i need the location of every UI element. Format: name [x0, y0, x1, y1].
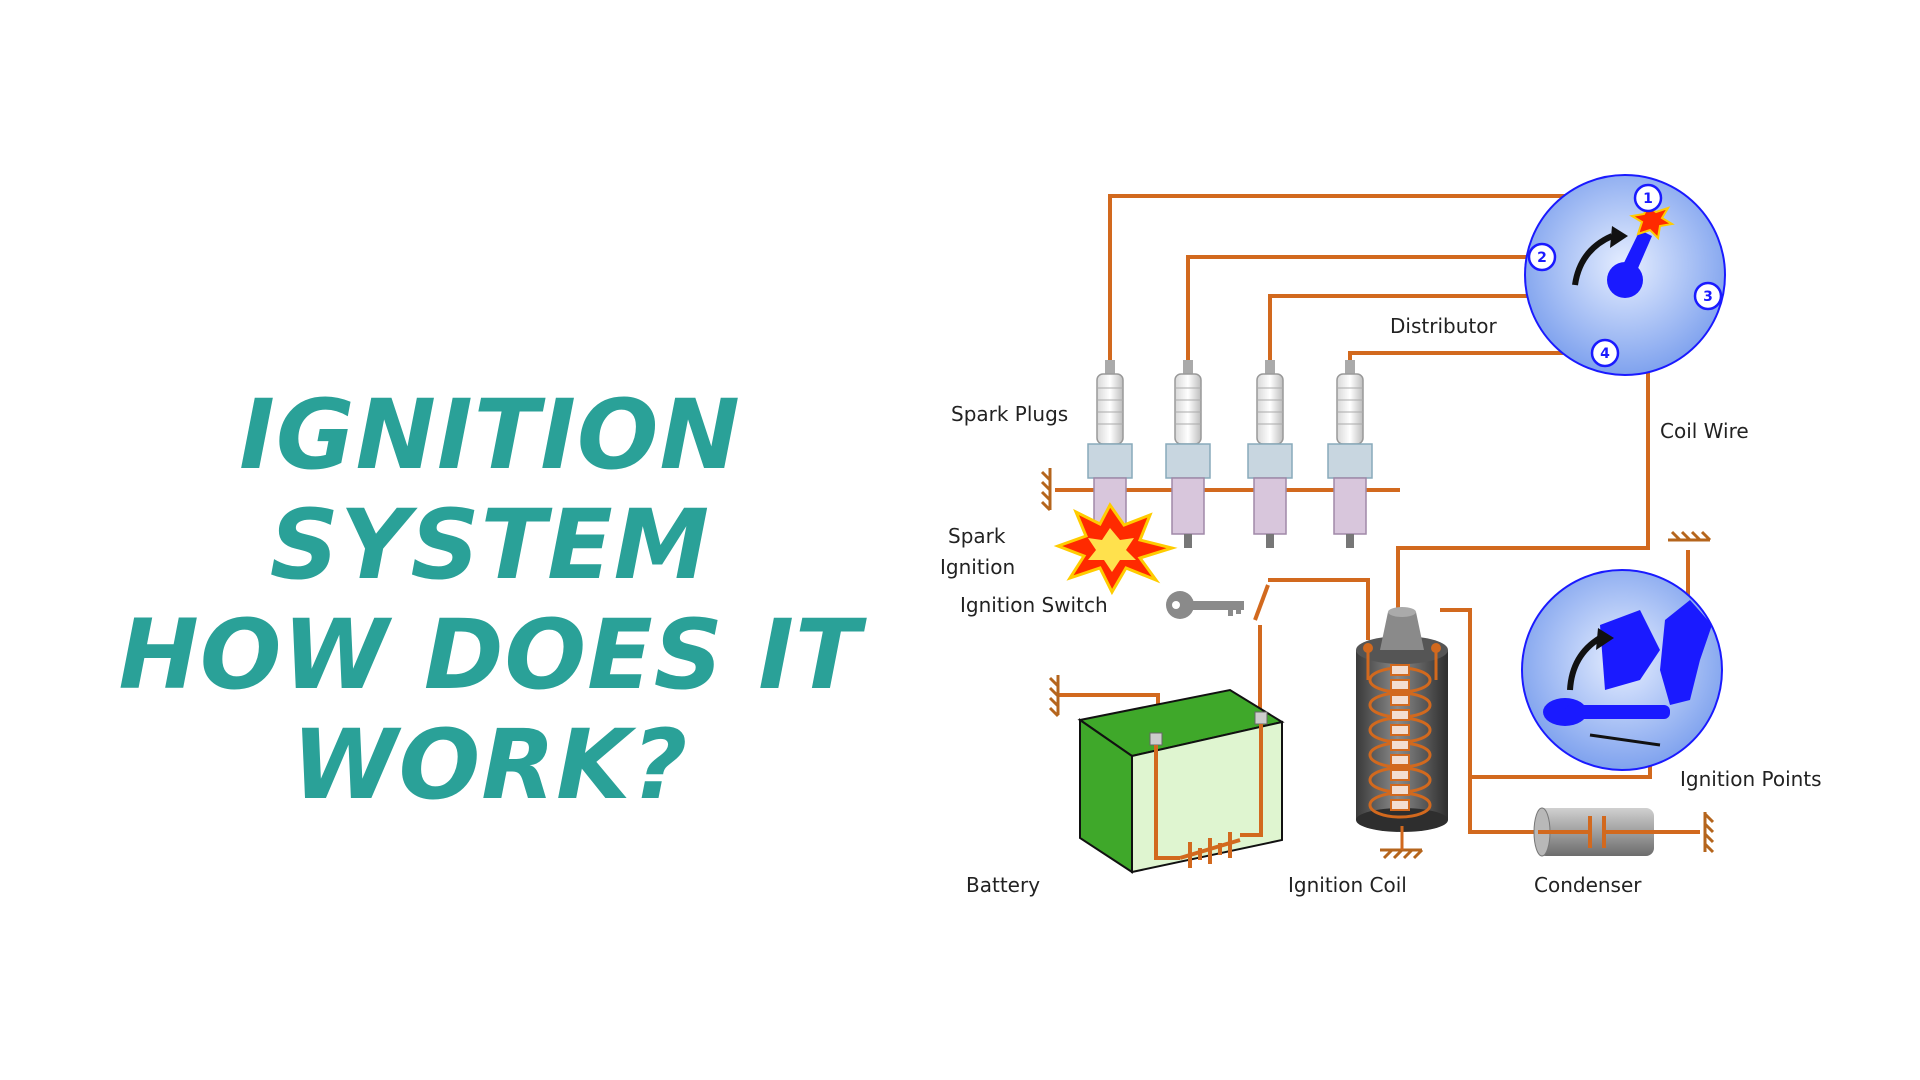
- ignition-coil: [1356, 607, 1448, 850]
- condenser-wire: [1468, 777, 1538, 834]
- points-rotation-arrow-icon: [1567, 635, 1602, 691]
- spark-plug-3: [1247, 360, 1293, 548]
- ground-symbol-condenser: [1703, 812, 1715, 854]
- terminal-4: 4: [1590, 338, 1620, 368]
- wire-plug-4: [1348, 351, 1592, 362]
- distributor-spark-icon: [1629, 204, 1675, 241]
- ground-symbol-points: [1668, 530, 1712, 542]
- headline-line-1: IGNITION SYSTEM: [239, 379, 741, 601]
- label-battery: Battery: [966, 873, 1040, 897]
- ground-symbols: [1040, 468, 1715, 860]
- condenser: [1533, 807, 1654, 857]
- wire-plug-1: [1108, 194, 1640, 362]
- svg-text:2: 2: [1537, 250, 1547, 266]
- terminal-3: 3: [1693, 281, 1723, 311]
- terminal-2: 2: [1527, 242, 1557, 272]
- label-ignition-points: Ignition Points: [1680, 767, 1822, 791]
- coil-wire-line: [1396, 296, 1650, 610]
- terminal-1: 1: [1633, 183, 1663, 213]
- switch-to-coil-wire: [1268, 578, 1370, 640]
- battery-cells-symbol: [1179, 832, 1241, 868]
- battery: [1077, 688, 1285, 874]
- coil-core: [1390, 664, 1410, 811]
- svg-text:1: 1: [1643, 191, 1653, 207]
- distributor: 1 2 3 4: [1524, 174, 1726, 376]
- breaker-arm: [1660, 600, 1712, 705]
- cam-lobe: [1600, 610, 1660, 690]
- ignition-key-icon: [1166, 591, 1244, 619]
- label-distributor: Distributor: [1390, 314, 1497, 338]
- ground-symbol-coil: [1380, 848, 1424, 860]
- spark-plug-2: [1165, 360, 1211, 548]
- label-ignition-coil: Ignition Coil: [1288, 873, 1407, 897]
- label-coil-wire: Coil Wire: [1660, 419, 1749, 443]
- svg-text:4: 4: [1600, 346, 1610, 362]
- label-condenser: Condenser: [1534, 873, 1642, 897]
- label-spark-plugs: Spark Plugs: [951, 402, 1068, 426]
- headline-line-3: WORK?: [291, 709, 689, 821]
- label-ignition: Ignition: [940, 555, 1015, 579]
- label-spark: Spark: [948, 524, 1006, 548]
- spark-plug-4: [1327, 360, 1373, 548]
- svg-text:3: 3: [1703, 289, 1713, 305]
- headline: IGNITION SYSTEM HOW DOES IT WORK?: [60, 380, 920, 820]
- label-ignition-switch: Ignition Switch: [960, 593, 1108, 617]
- ground-symbol-battery: [1048, 675, 1060, 718]
- rotation-arrow-icon: [1572, 233, 1614, 286]
- ground-symbol-plugs: [1040, 468, 1052, 512]
- wire-plug-2: [1186, 255, 1540, 362]
- ignition-points: [1521, 569, 1723, 771]
- spark-plugs: [1087, 360, 1373, 548]
- headline-line-2: HOW DOES IT: [118, 599, 862, 711]
- switch-blade: [1253, 584, 1270, 621]
